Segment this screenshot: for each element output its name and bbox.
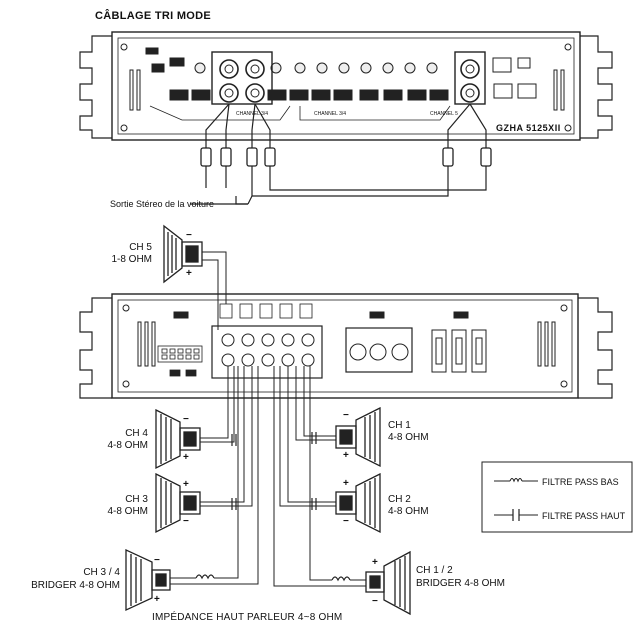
rca-cables — [190, 103, 492, 205]
legend-high-pass: FILTRE PASS HAUT — [542, 511, 626, 521]
ch3-name: CH 3 — [125, 494, 148, 505]
legend — [481, 461, 633, 533]
speaker-terminals — [221, 333, 315, 367]
ch5-plus: + — [186, 268, 192, 279]
speaker-ch12 — [365, 550, 411, 616]
ch34-minus: − — [154, 555, 160, 566]
channel-label-1: CHANNEL 3/4 — [236, 111, 269, 117]
top-amp-buttons — [169, 89, 449, 101]
ch34-plus: + — [154, 594, 160, 605]
ch2-plus: + — [343, 478, 349, 489]
bottom-amp-connector — [157, 345, 203, 377]
speaker-ch34 — [125, 548, 171, 612]
speaker-wires — [170, 251, 366, 587]
ch4-name: CH 4 — [125, 428, 148, 439]
top-amplifier — [79, 31, 613, 141]
speaker-ch3 — [155, 472, 201, 534]
ch4-minus: − — [183, 414, 189, 425]
ch1-plus: + — [343, 450, 349, 461]
legend-low-pass: FILTRE PASS BAS — [542, 477, 619, 487]
impedance-footer: IMPÉDANCE HAUT PARLEUR 4~8 OHM — [152, 612, 343, 623]
ch3-minus: − — [183, 516, 189, 527]
ch34-name: CH 3 / 4 — [83, 567, 120, 578]
ch2-impedance: 4-8 OHM — [388, 506, 429, 517]
speaker-ch1 — [335, 406, 381, 468]
channel-label-3: CHANNEL 5 — [430, 111, 458, 117]
ch4-plus: + — [183, 452, 189, 463]
ch1-impedance: 4-8 OHM — [388, 432, 429, 443]
ch1-name: CH 1 — [388, 420, 411, 431]
ch12-name: CH 1 / 2 — [416, 565, 453, 576]
ch3-plus: + — [183, 479, 189, 490]
ch12-plus: + — [372, 557, 378, 568]
car-stereo-source-label: Sortie Stéreo de la voiture — [110, 199, 215, 209]
ch12-minus: − — [372, 596, 378, 607]
speaker-terminal-block — [211, 325, 323, 379]
speaker-ch2 — [335, 472, 381, 534]
power-terminal-block — [345, 327, 413, 373]
speaker-ch5 — [163, 224, 203, 284]
ch5-name: CH 5 — [129, 242, 152, 253]
ch4-impedance: 4-8 OHM — [107, 440, 148, 451]
top-amp-knobs — [194, 62, 438, 74]
channel-label-2: CHANNEL 3/4 — [314, 111, 347, 117]
fuses — [431, 329, 487, 373]
ch3-impedance: 4-8 OHM — [107, 506, 148, 517]
ch5-minus: − — [186, 230, 192, 241]
ch2-name: CH 2 — [388, 494, 411, 505]
speaker-ch4 — [155, 408, 201, 470]
ch1-minus: − — [343, 410, 349, 421]
ch34-impedance: BRIDGER 4-8 OHM — [31, 580, 120, 591]
rca-input-block-1 — [211, 51, 273, 105]
bottom-amplifier — [79, 293, 613, 399]
ch5-impedance: 1-8 OHM — [111, 254, 152, 265]
ch2-minus: − — [343, 516, 349, 527]
diagram-title: CÂBLAGE TRI MODE — [95, 10, 212, 22]
ch12-impedance: BRIDGER 4-8 OHM — [416, 578, 505, 589]
amp-model-label: GZHA 5125XII — [496, 123, 561, 133]
